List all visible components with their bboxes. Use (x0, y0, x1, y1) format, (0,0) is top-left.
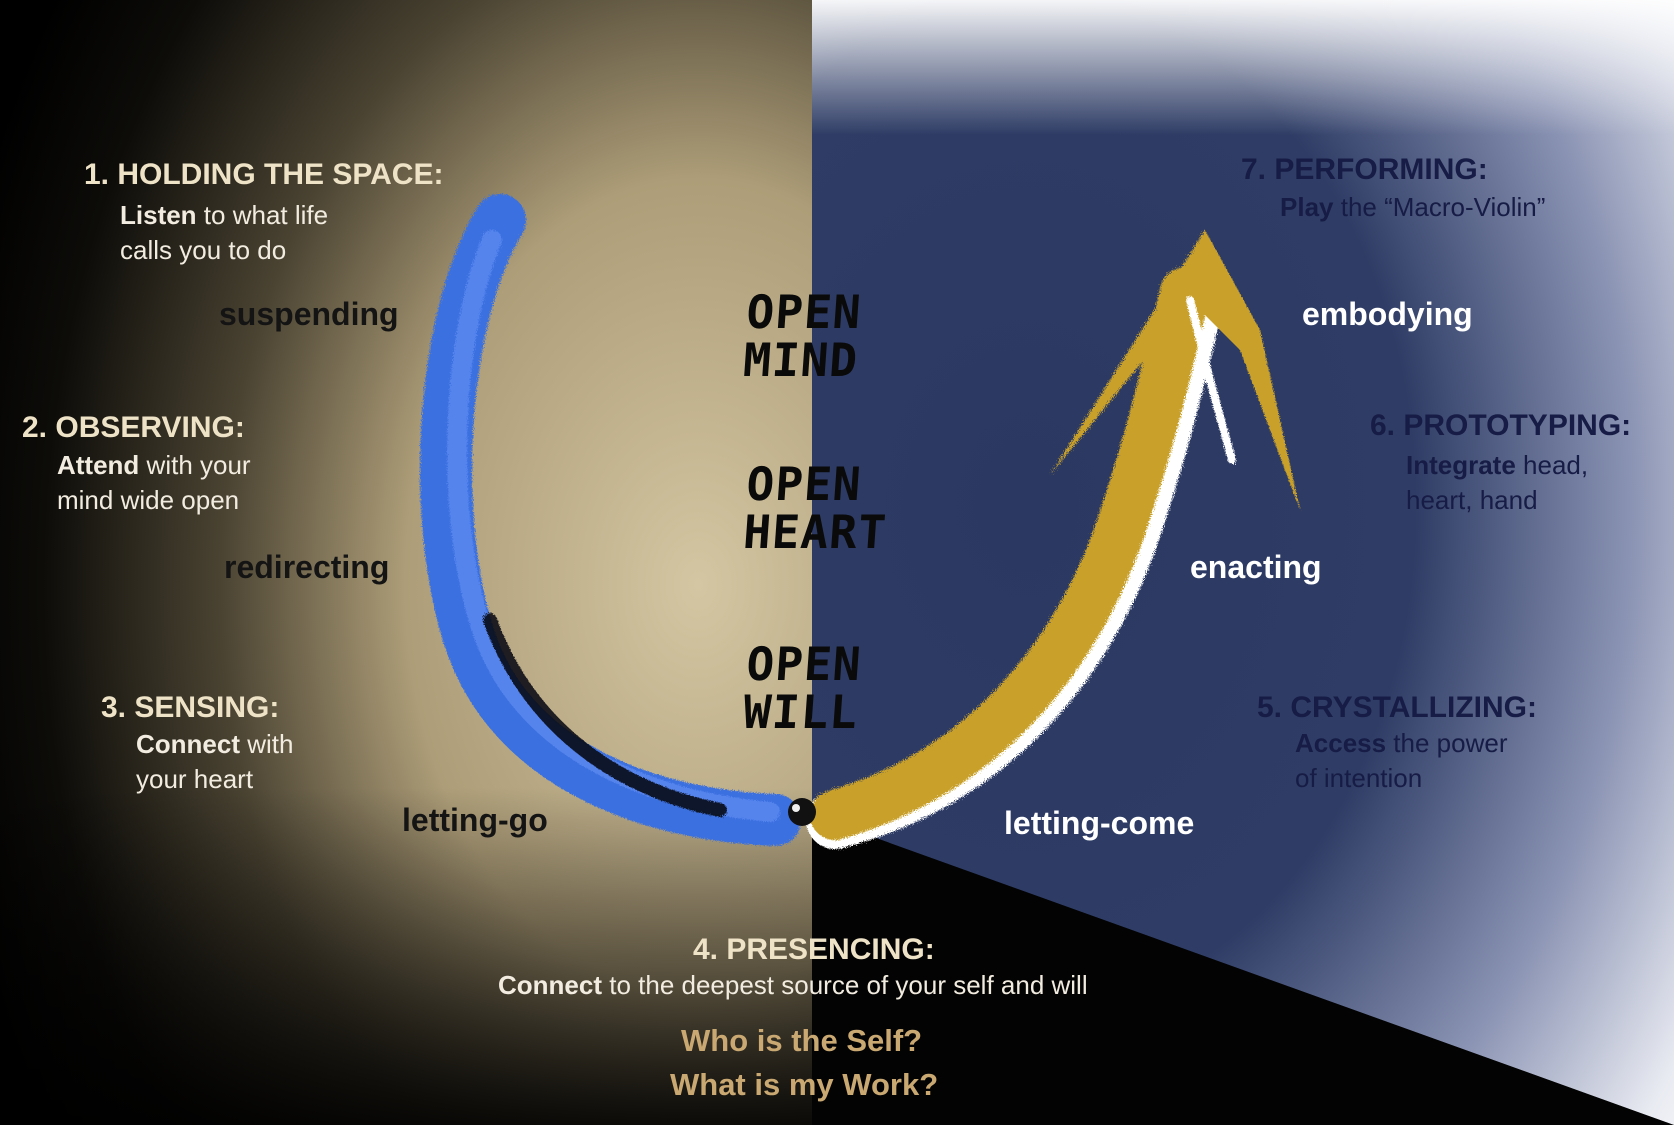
open-heart-line2: HEART (741, 505, 889, 559)
presencing-point (788, 798, 816, 826)
step4-description: Connect to the deepest source of your se… (498, 968, 1088, 1003)
step4-keyword: Connect (498, 970, 602, 1000)
step6-text1: head, (1515, 450, 1589, 480)
question-self: Who is the Self? (681, 1023, 923, 1058)
open-will-line2: WILL (741, 685, 860, 739)
open-will-line1: OPEN (744, 637, 864, 691)
step1-title: 1. HOLDING THE SPACE: (84, 158, 444, 191)
step5-keyword: Access (1295, 728, 1387, 758)
step2-text2: mind wide open (57, 485, 240, 515)
step1-text2: calls you to do (120, 235, 287, 265)
step1-description: Listen to what life calls you to do (120, 198, 328, 268)
step3-description: Connect with your heart (136, 727, 293, 797)
step7-title: 7. PERFORMING: (1241, 153, 1488, 186)
open-mind-label: OPEN MIND (741, 285, 864, 387)
step1-text1: to what life (196, 200, 329, 230)
step1-keyword: Listen (120, 200, 197, 230)
stage-embodying: embodying (1302, 296, 1473, 332)
open-heart-line1: OPEN (744, 457, 864, 511)
stage-letting-go: letting-go (402, 802, 548, 838)
step5-text2: of intention (1295, 763, 1423, 793)
step6-text2: heart, hand (1406, 485, 1538, 515)
step2-description: Attend with your mind wide open (57, 448, 251, 518)
step2-text1: with your (139, 450, 251, 480)
descent-stroke (420, 194, 801, 846)
ascent-arrow (806, 230, 1300, 849)
step4-text1: to the deepest source of your self and w… (602, 970, 1088, 1000)
step6-description: Integrate head, heart, hand (1406, 448, 1588, 518)
step3-text2: your heart (136, 764, 254, 794)
step5-title: 5. CRYSTALLIZING: (1257, 691, 1537, 724)
open-heart-label: OPEN HEART (741, 457, 892, 559)
step4-title: 4. PRESENCING: (693, 933, 935, 966)
step6-keyword: Integrate (1406, 450, 1516, 480)
step2-title: 2. OBSERVING: (22, 411, 245, 444)
step3-text1: with (240, 729, 294, 759)
step7-text1: the “Macro-Violin” (1333, 192, 1546, 222)
step7-keyword: Play (1280, 192, 1334, 222)
step3-title: 3. SENSING: (101, 691, 280, 724)
stage-redirecting: redirecting (224, 549, 390, 585)
open-mind-line2: MIND (741, 333, 860, 387)
step5-text1: the power (1386, 728, 1508, 758)
step5-description: Access the power of intention (1295, 726, 1507, 796)
stage-suspending: suspending (219, 296, 399, 332)
step2-keyword: Attend (57, 450, 140, 480)
open-mind-line1: OPEN (744, 285, 864, 339)
step3-keyword: Connect (136, 729, 240, 759)
stage-enacting: enacting (1190, 549, 1322, 585)
question-work: What is my Work? (670, 1067, 939, 1102)
step7-description: Play the “Macro-Violin” (1280, 190, 1545, 225)
step6-title: 6. PROTOTYPING: (1370, 409, 1632, 442)
open-will-label: OPEN WILL (741, 637, 864, 739)
stage-letting-come: letting-come (1004, 805, 1195, 841)
